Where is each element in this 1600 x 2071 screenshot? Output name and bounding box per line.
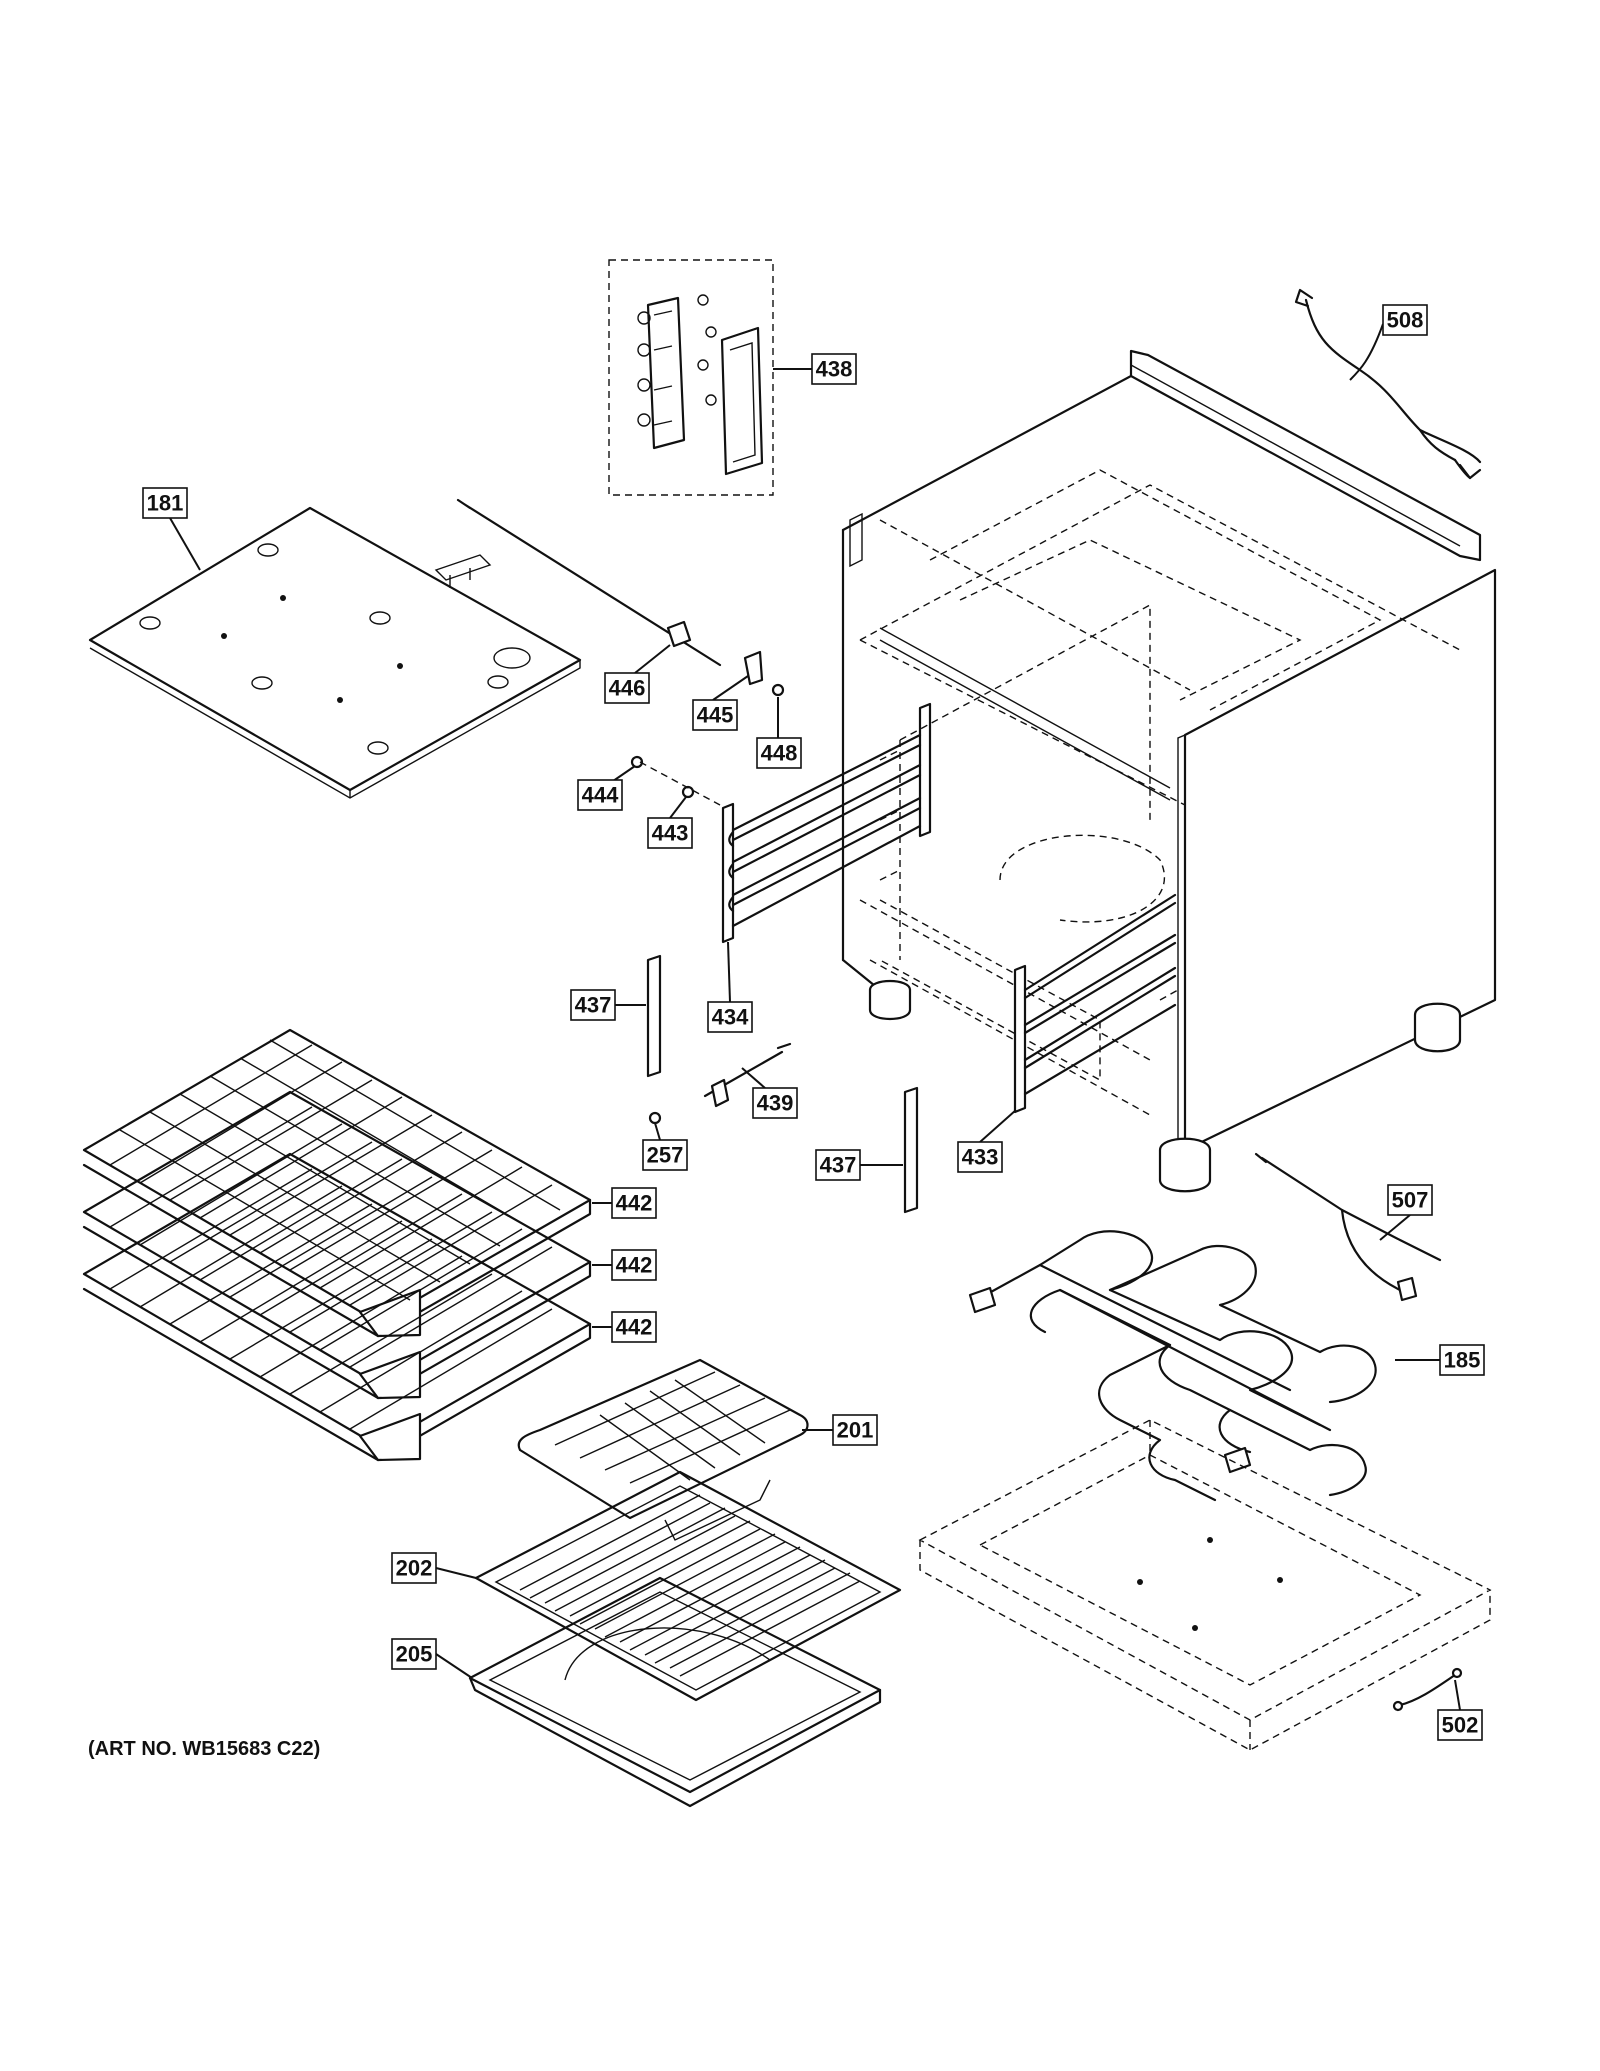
- part-439-sensor: [703, 1042, 792, 1108]
- part-185-bake-element: [968, 1230, 1377, 1502]
- svg-text:502: 502: [1442, 1713, 1479, 1738]
- callout-201: 201: [832, 1414, 878, 1446]
- callout-443: 443: [647, 817, 693, 849]
- svg-text:201: 201: [837, 1418, 874, 1443]
- svg-text:507: 507: [1392, 1188, 1429, 1213]
- callout-502: 502: [1437, 1709, 1483, 1741]
- callout-434: 434: [707, 1001, 753, 1033]
- part-507-wire: [1254, 1152, 1442, 1302]
- callout-439: 439: [752, 1087, 798, 1119]
- svg-text:437: 437: [575, 993, 612, 1018]
- svg-text:185: 185: [1444, 1348, 1481, 1373]
- part-444-nut: [630, 755, 644, 769]
- art-number-caption: (ART NO. WB15683 C22): [88, 1738, 321, 1760]
- callout-445: 445: [692, 699, 738, 731]
- svg-text:257: 257: [647, 1143, 684, 1168]
- svg-text:202: 202: [396, 1556, 433, 1581]
- leader-lines: [169, 323, 1461, 1711]
- svg-text:438: 438: [816, 357, 853, 382]
- svg-text:437: 437: [820, 1153, 857, 1178]
- callout-507: 507: [1387, 1184, 1433, 1216]
- svg-text:442: 442: [616, 1315, 653, 1340]
- part-442-oven-rack-top: [82, 1028, 592, 1338]
- svg-text:442: 442: [616, 1253, 653, 1278]
- svg-text:445: 445: [697, 703, 734, 728]
- part-205-broiler-pan: [468, 1576, 882, 1808]
- part-201-broiler-rack: [517, 1358, 809, 1541]
- callout-202: 202: [391, 1552, 437, 1584]
- svg-text:434: 434: [712, 1005, 749, 1030]
- svg-text:508: 508: [1387, 308, 1424, 333]
- part-508-wire-harness: [1294, 288, 1482, 480]
- part-437-strip-b: [903, 1086, 919, 1214]
- callout-437-a: 437: [570, 989, 616, 1021]
- svg-text:442: 442: [616, 1191, 653, 1216]
- callout-438: 438: [811, 353, 857, 385]
- svg-text:433: 433: [962, 1145, 999, 1170]
- part-433-rack-support-right: [1013, 893, 1177, 1114]
- part-257-screw: [648, 1111, 662, 1125]
- svg-text:205: 205: [396, 1642, 433, 1667]
- callout-257: 257: [642, 1139, 688, 1171]
- part-448-screw: [771, 683, 785, 697]
- callout-205: 205: [391, 1638, 437, 1670]
- callout-181: 181: [142, 487, 188, 519]
- part-181-cover-panel: [88, 506, 582, 799]
- callout-185: 185: [1439, 1344, 1485, 1376]
- oven-cavity-housing: [841, 349, 1497, 1193]
- part-446-probe: [434, 498, 722, 667]
- svg-text:444: 444: [582, 783, 619, 808]
- svg-text:181: 181: [147, 491, 184, 516]
- svg-text:446: 446: [609, 676, 646, 701]
- callout-442-a: 442: [611, 1187, 657, 1219]
- part-442-oven-rack-bottom: [82, 1152, 592, 1462]
- callout-446: 446: [604, 672, 650, 704]
- callout-442-c: 442: [611, 1311, 657, 1343]
- callout-444: 444: [577, 779, 623, 811]
- part-434-rack-support-left: [721, 702, 932, 944]
- part-438-bracket-kit: [608, 259, 774, 496]
- part-202-broiler-insert: [474, 1470, 902, 1702]
- svg-text:443: 443: [652, 821, 689, 846]
- callout-442-b: 442: [611, 1249, 657, 1281]
- svg-text:448: 448: [761, 741, 798, 766]
- part-437-strip-a: [646, 954, 662, 1078]
- part-502-wire: [1392, 1667, 1463, 1712]
- callout-437-b: 437: [815, 1149, 861, 1181]
- part-445-clip: [743, 650, 764, 686]
- svg-text:439: 439: [757, 1091, 794, 1116]
- oven-bottom-panel: [918, 1419, 1492, 1751]
- callout-433: 433: [957, 1141, 1003, 1173]
- callout-508: 508: [1382, 304, 1428, 336]
- part-442-oven-rack-middle: [82, 1090, 592, 1400]
- part-443-nut: [639, 761, 721, 806]
- callout-448: 448: [756, 737, 802, 769]
